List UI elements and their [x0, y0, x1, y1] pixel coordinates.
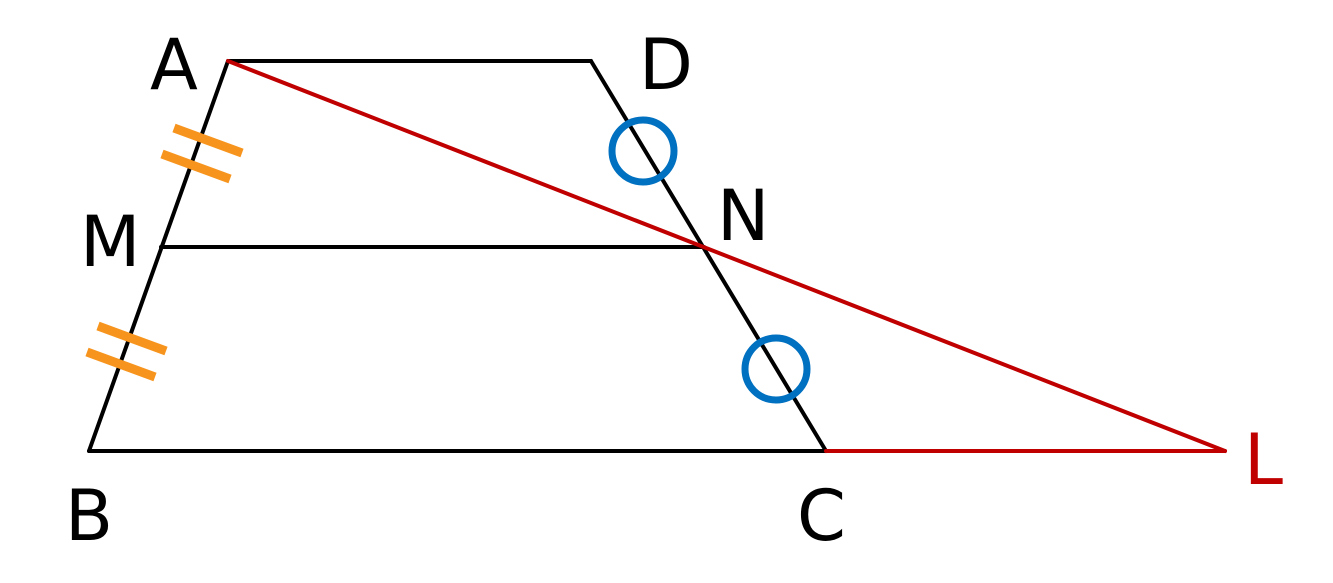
trapezoid-edges: [87, 59, 828, 453]
label-N: N: [717, 175, 769, 257]
label-D: D: [639, 24, 693, 106]
tick-MB-2: [85, 347, 157, 382]
circle-DN: [608, 116, 678, 186]
tick-AM-2: [160, 149, 232, 184]
tick-marks: [85, 123, 244, 382]
label-L: L: [1244, 419, 1283, 501]
circle-marks: [608, 116, 811, 404]
extension-lines: [226, 59, 1227, 453]
circle-NC: [741, 334, 811, 404]
segment-AL: [226, 59, 1227, 453]
label-M: M: [80, 201, 140, 283]
tick-MB-1: [96, 321, 168, 356]
tick-AM-1: [172, 123, 244, 158]
label-B: B: [65, 475, 113, 557]
label-A: A: [150, 24, 198, 106]
label-C: C: [797, 475, 846, 557]
segment-AB: [87, 59, 230, 453]
